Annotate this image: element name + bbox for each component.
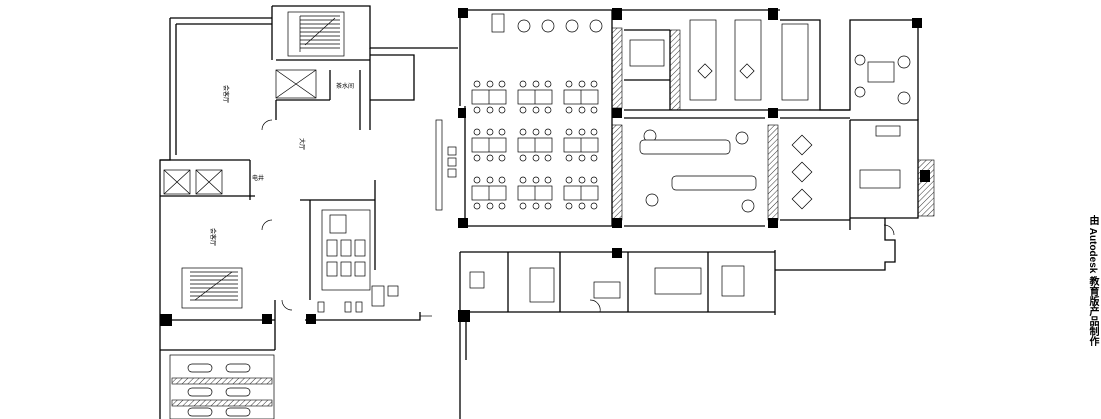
restrooms (317, 209, 399, 313)
bottom-strip (169, 354, 275, 419)
stairs-south (181, 267, 243, 309)
label-room-a: 会客厅 (222, 85, 230, 103)
stairs-north (287, 11, 345, 57)
room-labels: 会客厅 会客厅 大厅 茶水间 电井 (209, 82, 354, 246)
elevators (163, 69, 317, 195)
lounge-clusters (491, 13, 911, 213)
label-lobby: 大厅 (298, 138, 306, 150)
columns (160, 8, 930, 326)
workstations (435, 80, 599, 211)
watermark-text: 由 Autodesk 教育版产品制作 (1087, 215, 1098, 347)
label-electrical: 电井 (252, 174, 264, 182)
meeting-tables (469, 19, 901, 303)
west-wing-walls (159, 5, 458, 419)
door-swings (261, 119, 895, 317)
main-office-walls (459, 9, 919, 419)
label-room-b: 会客厅 (209, 228, 217, 246)
label-tea-room: 茶水间 (336, 82, 354, 90)
diamond-stations (697, 63, 813, 210)
